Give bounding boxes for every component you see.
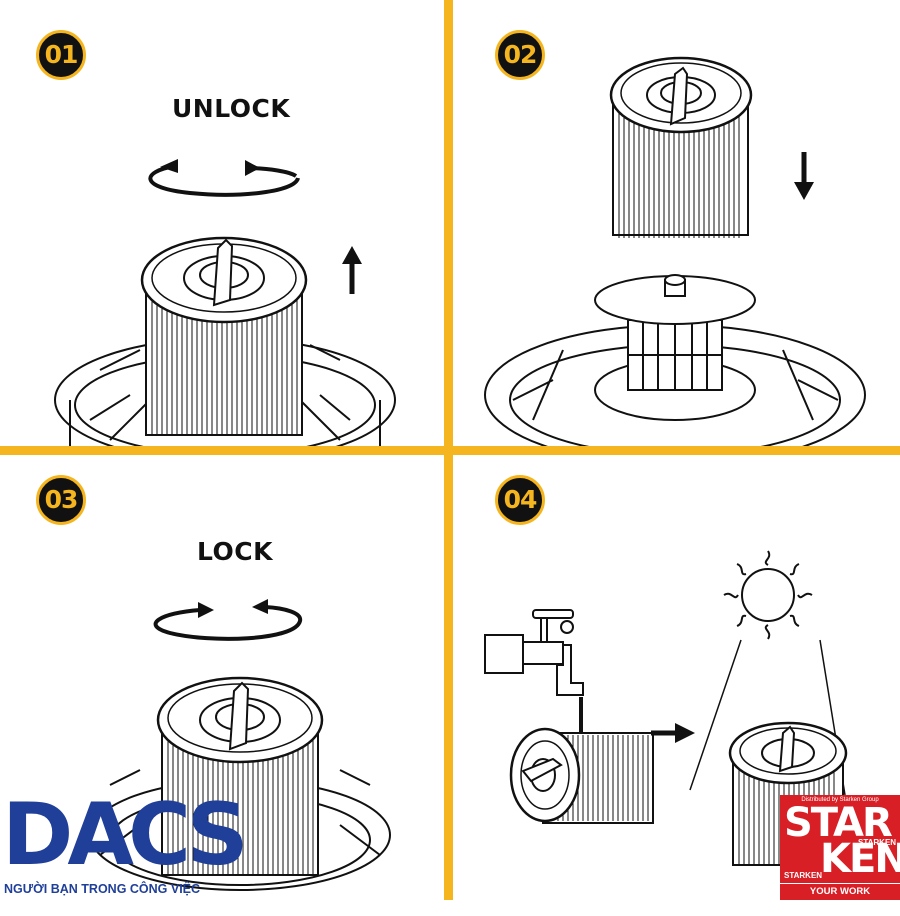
rotate-cw-icon: [153, 605, 303, 641]
starken-distributed-text: Distributed by Starken Group: [801, 797, 879, 803]
faucet-icon: [484, 609, 584, 696]
step-panel-02: 02: [453, 0, 897, 446]
step-02-illustration: [484, 56, 866, 446]
arrow-right-icon: [651, 723, 695, 743]
sun-ray: [689, 639, 742, 791]
starken-logo-line2: KEN: [820, 836, 900, 882]
arrow-up-icon: [342, 246, 362, 294]
starken-small-mark-2: STARKEN: [784, 871, 823, 880]
dacs-logo: DACS NGƯỜI BẠN TRONG CÔNG VIỆC: [0, 785, 249, 900]
step-label-unlock: UNLOCK: [172, 94, 291, 123]
arrow-down-icon: [794, 152, 814, 200]
arrow-head: [252, 599, 268, 614]
filter-cartridge: [140, 236, 308, 436]
panel-divider-horizontal: [0, 446, 900, 455]
sun-icon: [723, 550, 813, 640]
starken-logo-line1: STAR: [784, 800, 893, 846]
step-number-badge: 01: [36, 30, 86, 80]
starken-logo: Distributed by Starken Group STAR KEN ST…: [780, 795, 900, 913]
step-panel-01: 01 UNLOCK: [0, 0, 444, 446]
step-number-badge: 03: [36, 475, 86, 525]
filter-cartridge-horizontal: [509, 727, 654, 824]
filter-cage: [594, 274, 756, 391]
dacs-logo-word: DACS: [2, 785, 249, 885]
dacs-logo-tagline: NGƯỜI BẠN TRONG CÔNG VIỆC: [4, 882, 201, 896]
step-number-badge: 02: [495, 30, 545, 80]
step-label-lock: LOCK: [197, 537, 274, 566]
step-01-illustration: [54, 159, 396, 446]
step-03-illustration: [89, 599, 391, 891]
arrow-head: [198, 602, 214, 618]
step-number-badge: 04: [495, 475, 545, 525]
arrow-head: [245, 160, 260, 176]
step-panel-03: 03 LOCK: [0, 455, 444, 901]
filter-cartridge: [609, 56, 753, 238]
filter-cartridge: [156, 676, 324, 876]
starken-small-mark: STARKEN: [858, 838, 897, 847]
starken-tagline: YOUR WORK COMPANION: [780, 883, 900, 913]
arrow-head: [160, 159, 178, 173]
